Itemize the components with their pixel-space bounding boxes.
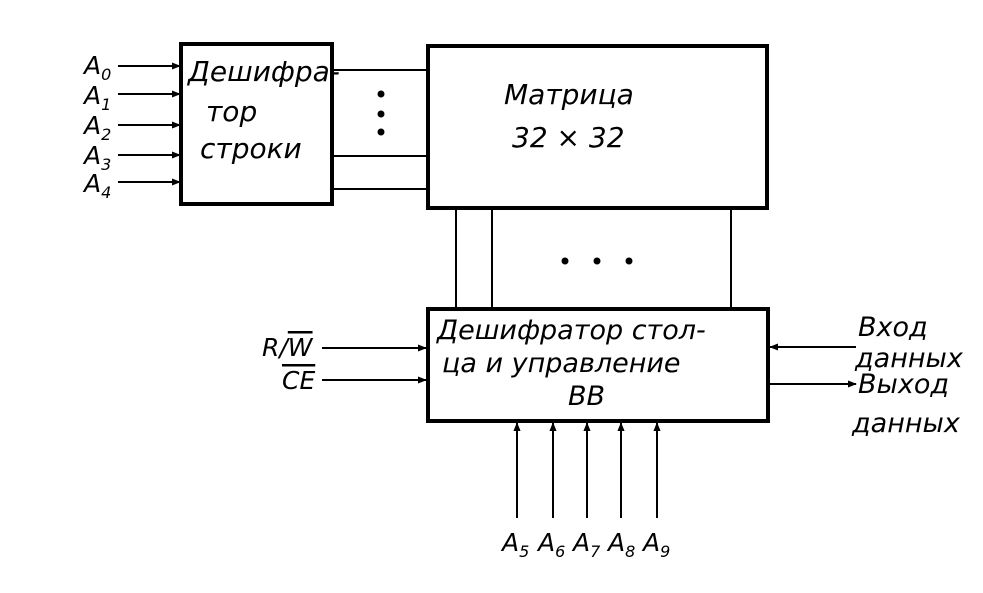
address-label-a1: A1 (82, 81, 111, 114)
address-label-a8: A8 (606, 528, 635, 561)
address-label-a6: A6 (536, 528, 565, 561)
row-decoder-line-3: строки (200, 132, 302, 165)
ellipsis-dot (377, 110, 385, 118)
matrix-size: 32 × 32 (512, 121, 625, 154)
address-label-a2: A2 (82, 111, 111, 144)
column-lines (455, 208, 732, 309)
matrix-block: Матрица 32 × 32 (426, 44, 769, 210)
ellipsis-dot (561, 257, 569, 265)
address-label-a9: A9 (641, 528, 670, 561)
data-out-line-1: Выход (858, 369, 949, 400)
column-decoder-line-3: ВВ (568, 381, 605, 412)
row-decoder-line-2: тор (206, 95, 257, 128)
data-in-line-2: данных (854, 343, 964, 374)
row-lines (332, 69, 428, 190)
ellipsis-dot (593, 257, 601, 265)
ce-label: CE (282, 366, 315, 395)
data-io: Вход данных Выход данных (768, 312, 964, 439)
address-label-a5: A5 (500, 528, 529, 561)
rw-label: R/W (262, 333, 314, 362)
row-decoder-block: Дешифра- тор строки (179, 42, 340, 206)
column-address-inputs: A5 A6 A7 A8 A9 (500, 422, 670, 561)
address-label-a0: A0 (82, 51, 111, 84)
address-label-a3: A3 (82, 141, 111, 174)
address-label-a4: A4 (82, 169, 111, 202)
column-decoder-block: Дешифратор стол- ца и управление ВВ (426, 307, 770, 423)
ellipsis-dot (625, 257, 633, 265)
address-label-a7: A7 (571, 528, 601, 561)
control-inputs: R/W CE (262, 333, 427, 395)
data-in-line-1: Вход (858, 312, 928, 343)
row-address-inputs: A0 A1 A2 A3 A4 (82, 51, 181, 202)
matrix-title: Матрица (504, 78, 634, 111)
row-decoder-line-1: Дешифра- (186, 55, 340, 88)
data-out-line-2: данных (851, 408, 961, 439)
ellipsis-dot (377, 128, 385, 136)
column-decoder-line-2: ца и управление (442, 348, 681, 379)
column-decoder-line-1: Дешифратор стол- (436, 315, 706, 346)
ellipsis-dot (377, 90, 385, 98)
